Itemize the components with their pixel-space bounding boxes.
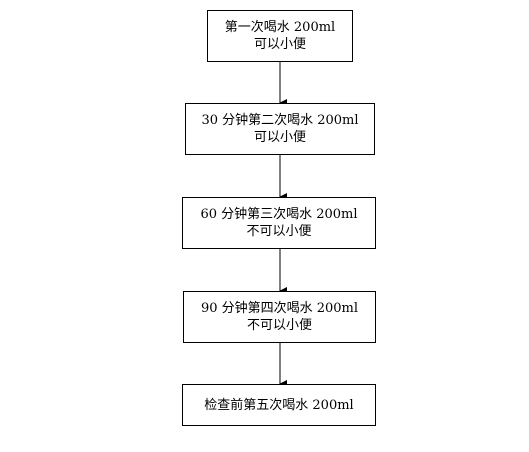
step-1-instruction: 第一次喝水 200ml: [224, 20, 336, 35]
step-4-instruction: 90 分钟第四次喝水 200ml: [200, 301, 359, 316]
step-1-note: 可以小便: [253, 37, 306, 52]
step-3-note: 不可以小便: [246, 224, 312, 239]
step-5-instruction: 检查前第五次喝水 200ml: [204, 397, 354, 413]
step-5-box: 检查前第五次喝水 200ml: [182, 384, 376, 426]
step-4-note: 不可以小便: [246, 318, 312, 333]
step-2-instruction: 30 分钟第二次喝水 200ml: [201, 113, 359, 128]
step-3-box: 60 分钟第三次喝水 200ml 不可以小便: [182, 197, 376, 249]
step-2-note: 可以小便: [253, 130, 306, 145]
step-1-box: 第一次喝水 200ml 可以小便: [207, 10, 353, 62]
step-2-box: 30 分钟第二次喝水 200ml 可以小便: [185, 103, 375, 155]
step-3-instruction: 60 分钟第三次喝水 200ml: [200, 207, 358, 222]
step-4-box: 90 分钟第四次喝水 200ml 不可以小便: [183, 291, 376, 343]
